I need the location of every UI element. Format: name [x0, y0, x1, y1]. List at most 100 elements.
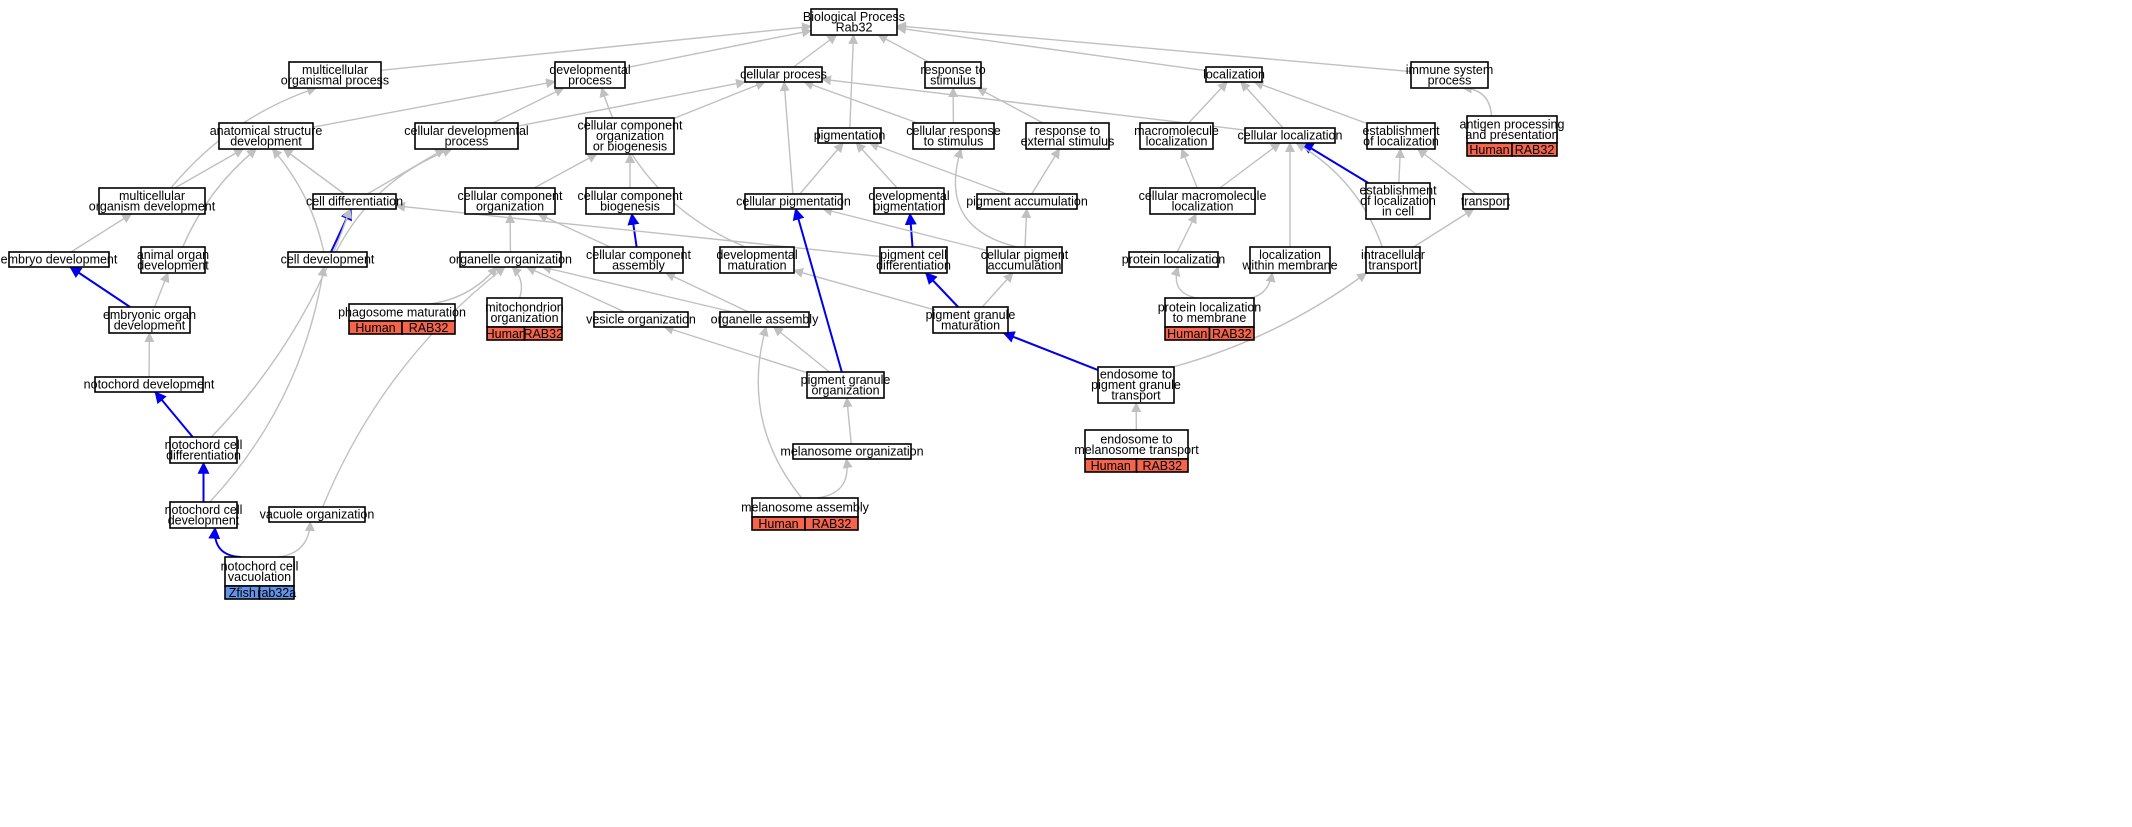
go-term-localization[interactable]: localization: [1203, 66, 1265, 83]
term-label: stimulus: [930, 73, 976, 87]
go-term-transport[interactable]: transport: [1461, 193, 1511, 210]
term-box: [169, 501, 238, 529]
go-term-organelle-assembly[interactable]: organelle assembly: [711, 311, 819, 328]
term-box: [924, 61, 982, 89]
gene-label: RAB32: [812, 517, 852, 531]
term-box: [1466, 115, 1558, 144]
go-term-vesicle-org[interactable]: vesicle organization: [586, 311, 696, 328]
edge-estab_loc-to-localization: [1253, 80, 1368, 125]
go-term-cellular-process[interactable]: cellular process: [740, 66, 827, 83]
gene-label: RAB32: [1142, 459, 1182, 473]
gene-cell: [804, 516, 859, 531]
term-box: [932, 306, 1009, 334]
term-label: endosome to: [1100, 432, 1172, 446]
term-label: multicellular: [119, 189, 185, 203]
edge-protein_loc-to-cell_macro_loc: [1176, 213, 1197, 253]
term-box: [744, 66, 823, 83]
go-term-organelle-org[interactable]: organelle organization: [449, 251, 572, 268]
term-label: localization: [1203, 68, 1265, 82]
term-box: [719, 311, 810, 328]
go-term-embryo-dev[interactable]: embryo development: [1, 251, 118, 268]
edge-melano_assembly-to-melano_org: [816, 458, 853, 499]
go-term-pigmentation[interactable]: pigmentation: [814, 127, 886, 144]
term-label: developmental: [716, 248, 797, 262]
edge-cell_macro_loc-to-macro_loc: [1180, 148, 1198, 189]
go-term-notochord-dev[interactable]: notochord development: [84, 376, 215, 393]
term-label: to membrane: [1173, 311, 1247, 325]
gene-label: rab32a: [257, 586, 296, 600]
term-label: assembly: [612, 258, 666, 272]
go-term-cell-diff[interactable]: cell differentiation: [306, 193, 403, 210]
term-label: localization: [1146, 134, 1208, 148]
go-term-pigm-accum[interactable]: pigment accumulation: [966, 193, 1088, 210]
term-box: [287, 251, 368, 268]
term-label: differentiation: [876, 258, 951, 272]
term-label: Biological Process: [803, 10, 905, 24]
term-label: organelle assembly: [711, 313, 819, 327]
edge-multi_org_dev-to-anatomical: [174, 148, 245, 189]
edge-cell_dev-to-anatomical: [271, 148, 325, 253]
go-term-cell-dev[interactable]: cell development: [281, 251, 375, 268]
term-box: [108, 306, 191, 334]
term-box: [486, 297, 563, 328]
term-label: organization: [811, 383, 879, 397]
term-label: organization: [490, 311, 558, 325]
go-term-protein-loc[interactable]: protein localization: [1122, 251, 1226, 268]
term-box: [140, 246, 206, 274]
go-term-cell-pigm[interactable]: cellular pigmentation: [736, 193, 851, 210]
term-box: [1164, 297, 1255, 328]
edge-embryo_dev-to-multi_org_dev: [70, 213, 133, 253]
gene-label: RAB32: [1515, 143, 1555, 157]
term-label: and presentation: [1465, 128, 1558, 142]
term-label: notochord development: [84, 378, 215, 392]
edge-melano_org-to-pgo: [842, 397, 853, 445]
go-term-cell-loc[interactable]: cellular localization: [1238, 127, 1343, 144]
go-term-melano-org[interactable]: melanosome organization: [780, 443, 924, 460]
term-box: [817, 127, 882, 144]
term-label: or biogenesis: [593, 140, 667, 154]
go-term-vacuole-org[interactable]: vacuole organization: [260, 506, 375, 523]
term-label: multicellular: [302, 63, 368, 77]
gene-cell: [1511, 142, 1558, 157]
term-box: [288, 61, 382, 89]
